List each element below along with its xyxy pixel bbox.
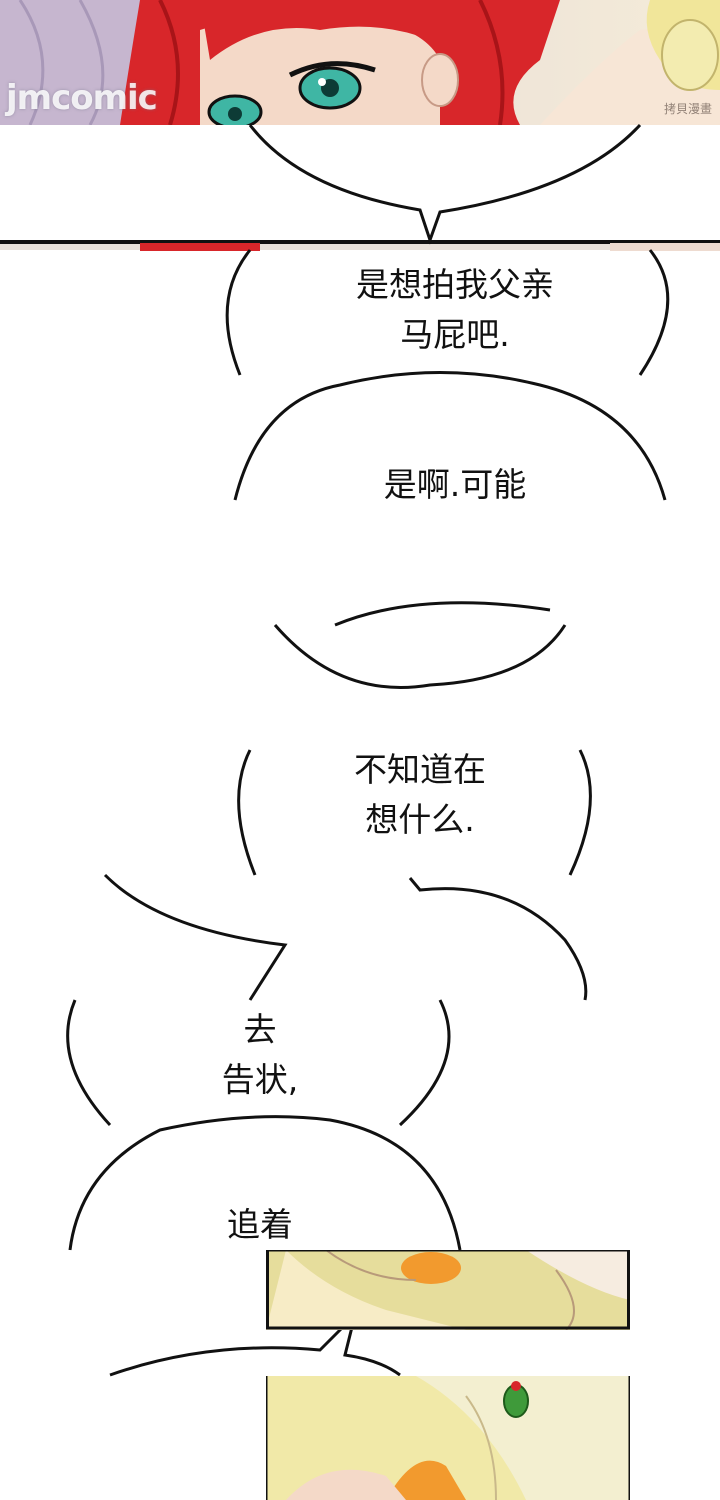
- brooch-and-fruit-illustration: [266, 1376, 630, 1500]
- lower-panel-brooch: [266, 1376, 630, 1500]
- speech-bubble-text: 不知道在 想什么.: [354, 750, 486, 839]
- corner-watermark: 拷貝漫畫: [663, 102, 712, 116]
- speech-bubble-text: 去 告状,: [221, 1010, 299, 1099]
- speech-bubble-text: 追着: [227, 1205, 293, 1244]
- panel-border: [0, 240, 720, 244]
- hair-strip: [140, 243, 720, 251]
- hands-with-fruit-illustration: [266, 1250, 630, 1330]
- panel-strip: [0, 241, 720, 250]
- lower-panel-hands: [266, 1250, 630, 1330]
- speech-bubble-text: 是啊.可能: [383, 465, 527, 504]
- watermark-logo: jmcomic: [6, 78, 158, 118]
- speech-bubble-text: 是想拍我父亲 马屁吧.: [356, 265, 554, 354]
- red-haired-girl-illustration: [0, 0, 720, 125]
- top-panel-illustration: jmcomic 拷貝漫畫: [0, 0, 720, 125]
